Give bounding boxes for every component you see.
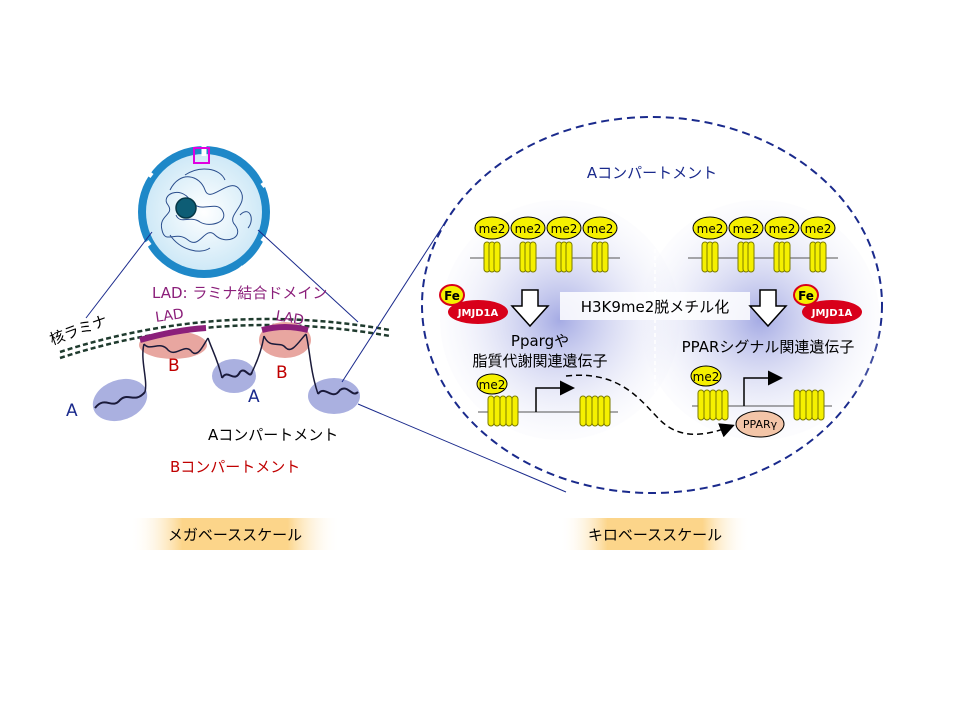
kilo-scale-label: キロベーススケール: [588, 526, 722, 544]
mega-scale-bg: [130, 518, 340, 550]
me2-marks-top: me2 me2 me2 me2 me2 me2 me2 me2: [474, 216, 836, 240]
me2-label: me2: [587, 222, 614, 236]
down-arrow-right: [748, 289, 788, 328]
gene-left: [478, 380, 618, 427]
nucleosome-row-right: [688, 241, 838, 273]
fe-left-label: Fe: [444, 289, 460, 303]
chromatin-a3: [317, 387, 359, 396]
jmjd1a-right: [802, 300, 862, 324]
me2-lower-right: [690, 365, 722, 387]
a-compartment-title: Aコンパートメント: [587, 164, 717, 182]
b-compartment-label: Bコンパートメント: [170, 458, 300, 476]
jmjd1a-left: [448, 300, 508, 324]
kilo-scale-bg: [560, 518, 750, 550]
ppar-signal-label: PPARシグナル関連遺伝子: [682, 338, 855, 356]
b-domain-2: [259, 322, 311, 358]
lamina-line-1: [59, 317, 391, 354]
a-label-1: A: [66, 401, 78, 421]
me2-label: me2: [805, 222, 832, 236]
ppar-gamma-label: PPARγ: [743, 418, 778, 431]
me2-label: me2: [733, 222, 760, 236]
b-label-1: B: [168, 356, 180, 376]
jmjd1a-right-label: JMJD1A: [811, 308, 853, 319]
lad-bar-2: [261, 324, 309, 333]
ppar-gamma-protein: [735, 410, 785, 438]
demethylation-label: H3K9me2脱メチル化: [581, 298, 730, 316]
lamina-label: 核ラミナ: [47, 311, 110, 348]
down-arrow-left: [510, 289, 550, 328]
zoom-line-right: [257, 229, 359, 323]
lad-bar-1: [139, 325, 207, 343]
me2-lower-left-label: me2: [479, 378, 506, 392]
gene-right: [692, 370, 832, 421]
fe-right-label: Fe: [798, 289, 814, 303]
fe-left: [439, 284, 465, 306]
lad-title: LAD: ラミナ結合ドメイン: [152, 284, 327, 302]
zoom-line-bottom: [357, 403, 567, 493]
nucleus: [138, 146, 272, 278]
lamina-line-2: [59, 323, 391, 360]
me2-lower-left: [476, 373, 508, 395]
zoom-line-left: [85, 231, 153, 319]
zoom-box: [193, 147, 210, 164]
b-label-2: B: [276, 363, 288, 383]
me2-label: me2: [697, 222, 724, 236]
chromatin-a2: [221, 369, 253, 379]
chromatin-b1: [143, 337, 209, 355]
me2-label: me2: [515, 222, 542, 236]
chromatin-connectors: [142, 333, 319, 395]
jmjd1a-left-label: JMJD1A: [457, 308, 499, 319]
me2-label: me2: [551, 222, 578, 236]
me2-label: me2: [769, 222, 796, 236]
a-compartment-label: Aコンパートメント: [208, 426, 338, 444]
me2-label: me2: [479, 222, 506, 236]
lad-label-1: LAD: [154, 306, 184, 326]
pparg-line1: Ppargや: [511, 332, 569, 350]
nucleosome-row-left: [470, 241, 620, 273]
fe-right: [793, 284, 819, 306]
a-domain-3: [308, 378, 360, 414]
chromatin-a1: [94, 391, 146, 409]
demethylation-bg: [560, 292, 750, 320]
mega-scale-label: メガベーススケール: [168, 526, 302, 544]
zoom-line-top: [341, 223, 445, 383]
a-label-2: A: [248, 387, 260, 407]
me2-lower-right-label: me2: [693, 370, 720, 384]
chromatin-b2: [263, 333, 307, 351]
translation-arrow: [565, 374, 735, 438]
chromatin-fiber: [160, 168, 252, 252]
pparg-line2: 脂質代謝関連遺伝子: [472, 352, 607, 370]
nucleolus: [175, 197, 197, 219]
